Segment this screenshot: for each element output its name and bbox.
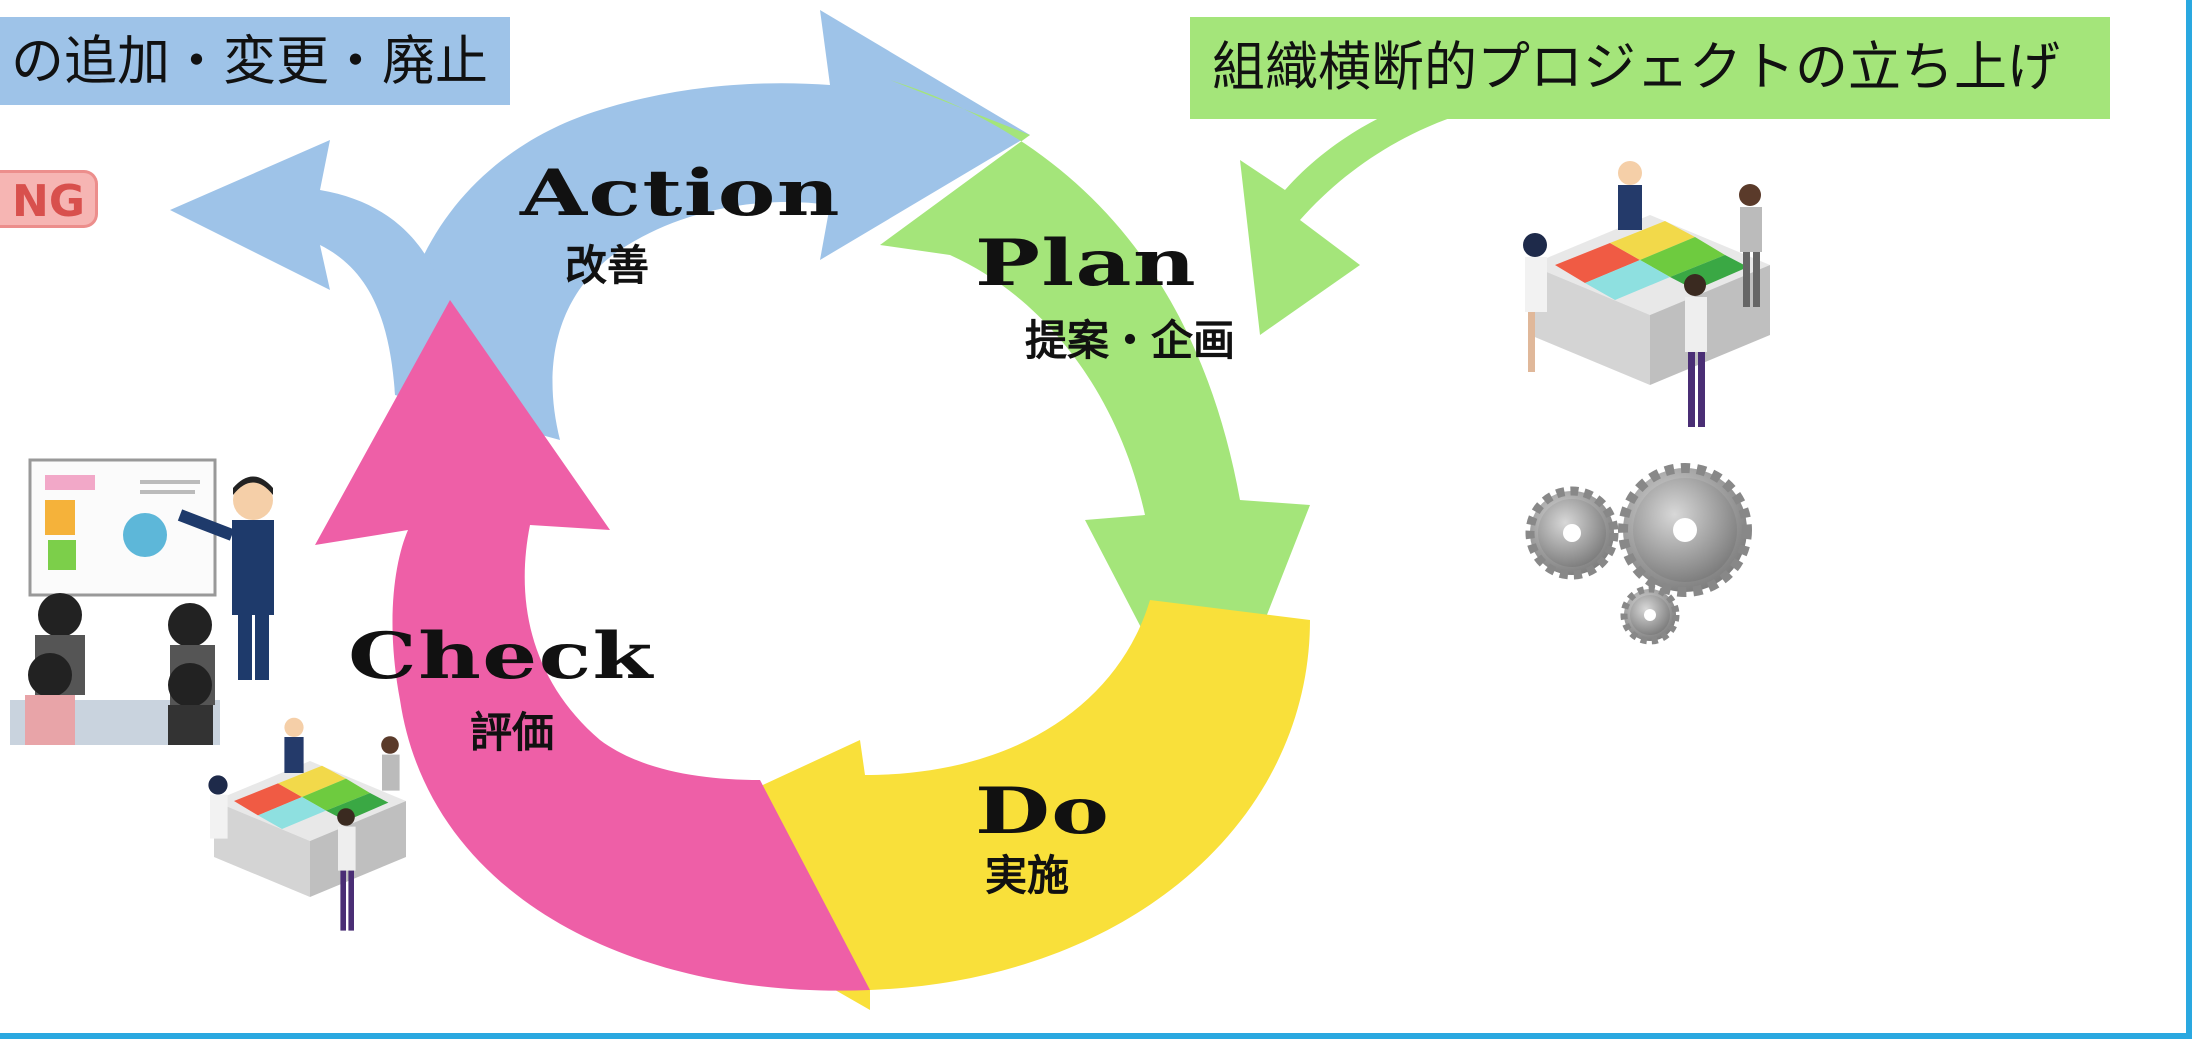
ng-badge: NG <box>0 170 98 228</box>
do-label: Do <box>975 774 1111 849</box>
action-jp-label: 改善 <box>565 241 650 290</box>
plan-branch-arrow <box>1240 100 1450 335</box>
meeting-presentation-illustration <box>10 458 274 745</box>
gears-icon <box>1525 463 1752 645</box>
action-arrow <box>394 10 1030 440</box>
plan-label: Plan <box>975 226 1197 301</box>
check-arrow <box>315 300 870 991</box>
do-jp-label: 実施 <box>985 851 1070 900</box>
banner-left-text: の追加・変更・廃止 <box>11 31 488 92</box>
banner-right-text: 組織横断的プロジェクトの立ち上げ <box>1212 37 2060 98</box>
banner-right: 組織横断的プロジェクトの立ち上げ <box>1190 17 2110 119</box>
check-label: Check <box>348 619 654 694</box>
plan-arrow <box>880 80 1310 760</box>
puzzle-team-illustration-right <box>1523 161 1770 427</box>
action-label: Action <box>520 156 841 231</box>
banner-left: の追加・変更・廃止 <box>0 17 510 105</box>
check-jp-label: 評価 <box>470 708 555 757</box>
ng-badge-text: NG <box>12 176 85 227</box>
plan-jp-label: 提案・企画 <box>1025 316 1236 365</box>
puzzle-team-illustration-left <box>208 717 406 931</box>
action-branch-arrow <box>170 140 450 395</box>
